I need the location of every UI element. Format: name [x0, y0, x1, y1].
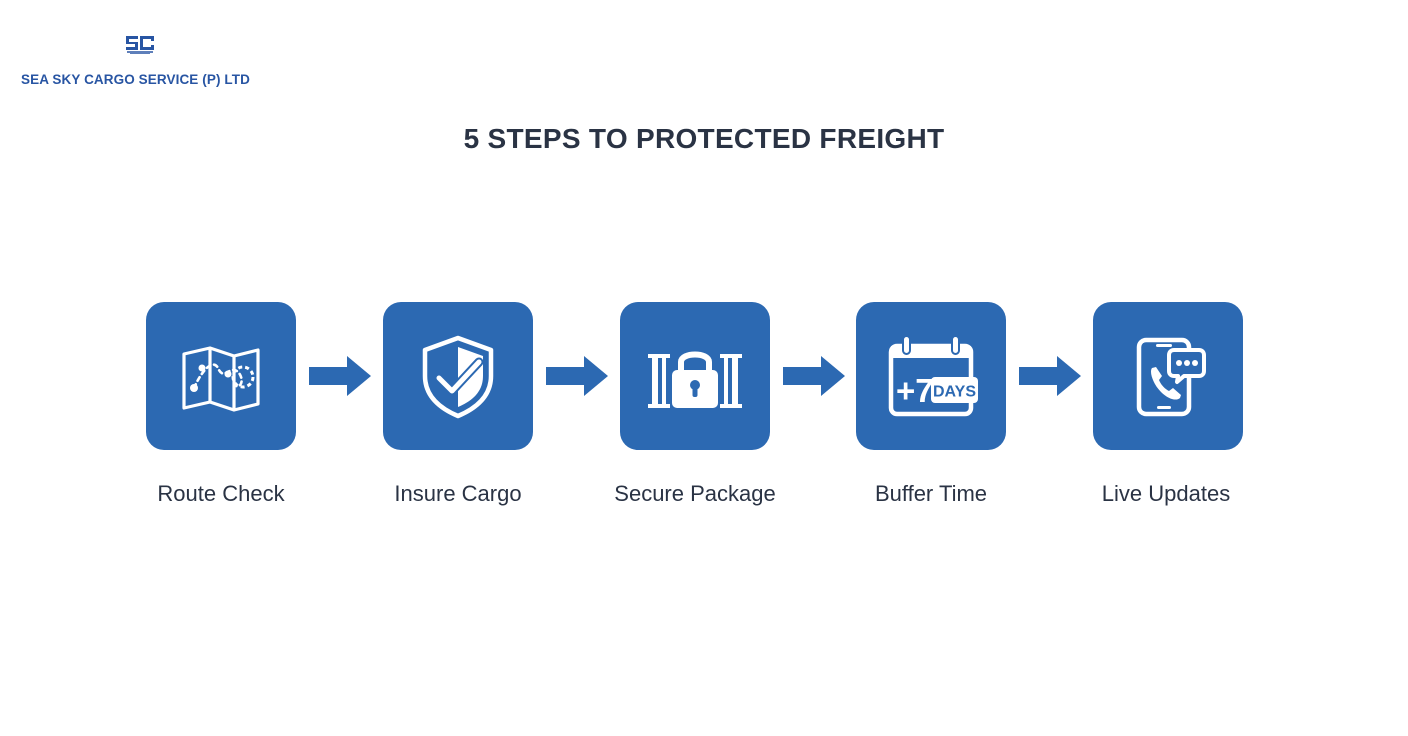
step-label-secure-package: Secure Package	[614, 481, 776, 506]
arrow-right-icon	[1019, 356, 1081, 396]
step-label-buffer-time: Buffer Time	[874, 481, 988, 506]
calendar-number-text: +7	[896, 372, 934, 409]
padlock-crate-icon	[648, 351, 742, 408]
step-tile-secure-package	[620, 302, 770, 450]
arrow-right-icon	[546, 356, 608, 396]
page-title: 5 STEPS TO PROTECTED FREIGHT	[463, 123, 945, 154]
step-tile-buffer-time: +7 DAYS	[856, 302, 1006, 450]
step-tile-insure-cargo	[383, 302, 533, 450]
phone-chat-icon	[1136, 337, 1206, 417]
shield-check-icon	[422, 335, 494, 419]
step-tile-route-check	[146, 302, 296, 450]
step-tile-live-updates	[1093, 302, 1243, 450]
arrow-right-icon	[309, 356, 371, 396]
arrow-right-icon	[783, 356, 845, 396]
calendar-plus-7-days-icon: +7 DAYS	[888, 335, 978, 417]
company-name: SEA SKY CARGO SERVICE (P) LTD	[21, 72, 250, 87]
company-logo-icon	[124, 33, 156, 55]
step-label-insure-cargo: Insure Cargo	[394, 481, 522, 506]
map-route-icon	[182, 346, 260, 412]
step-label-live-updates: Live Updates	[1101, 481, 1231, 506]
calendar-unit-text: DAYS	[933, 384, 976, 401]
step-label-route-check: Route Check	[157, 481, 285, 506]
